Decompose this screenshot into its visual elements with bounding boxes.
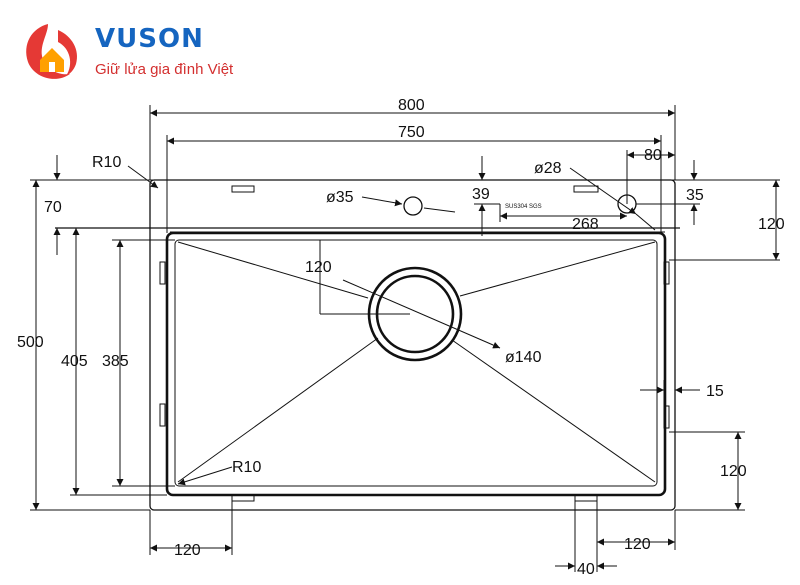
dim-drain-diameter: ø140 — [505, 349, 542, 366]
soap-hole — [403, 196, 423, 216]
dim-r10-bottom: R10 — [232, 459, 261, 476]
dim-39: 39 — [472, 186, 490, 203]
drain-leader — [342, 279, 501, 349]
dim-70: 70 — [44, 199, 62, 216]
dim-268: 268 — [572, 216, 599, 233]
bracket-right-top — [663, 261, 670, 285]
slope-line-bottom-right — [451, 339, 656, 483]
dim-750: 750 — [398, 124, 425, 141]
dim-right-120-top: 120 — [758, 216, 785, 233]
dim-r10-top: R10 — [92, 154, 121, 171]
dim-800: 800 — [398, 97, 425, 114]
bowl-inner — [174, 239, 658, 487]
brand-logo-mark — [26, 24, 78, 79]
overflow-slot-right — [573, 185, 599, 193]
dim-385: 385 — [102, 353, 129, 370]
dim-faucet-hole: ø28 — [534, 160, 562, 177]
slope-line-top-left — [177, 241, 369, 299]
dim-35: 35 — [686, 187, 704, 204]
bracket-left-bottom — [159, 403, 166, 427]
dim-soap-hole: ø35 — [326, 189, 354, 206]
bowl-outer — [165, 231, 667, 497]
dim-405: 405 — [61, 353, 88, 370]
slope-line-bottom-left — [177, 337, 379, 483]
dim-drain-120: 120 — [305, 259, 332, 276]
brand-name: VUSON — [95, 24, 204, 54]
overflow-slot-left — [231, 185, 255, 193]
small-label: SUS304 SGS — [505, 204, 542, 210]
dim-bottom-40: 40 — [577, 561, 595, 578]
dim-80: 80 — [644, 147, 662, 164]
bracket-right-bottom — [663, 405, 670, 429]
bracket-bottom-right — [574, 494, 598, 502]
brand-tagline: Giữ lửa gia đình Việt — [95, 61, 234, 78]
dim-bottom-left-120: 120 — [174, 542, 201, 559]
dim-15: 15 — [706, 383, 724, 400]
dim-right-120-bottom: 120 — [720, 463, 747, 480]
house-flame-icon — [26, 24, 78, 79]
slope-line-top-right — [459, 241, 656, 297]
dim-bottom-right-120: 120 — [624, 536, 651, 553]
bracket-bottom-left — [231, 494, 255, 502]
dim-500: 500 — [17, 334, 44, 351]
bracket-left-top — [159, 261, 166, 285]
